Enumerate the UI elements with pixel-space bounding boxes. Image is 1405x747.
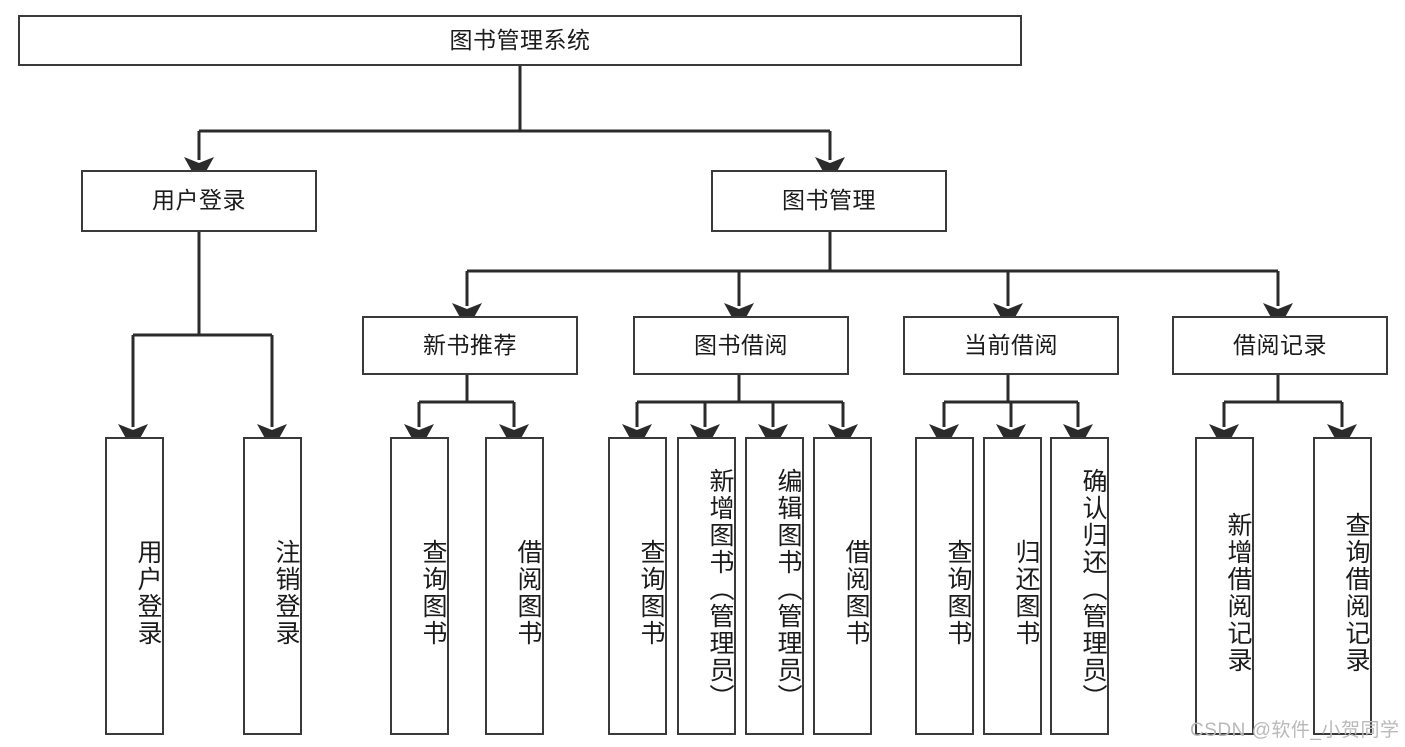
leaf-borrow-edit-book-admin[interactable]: 编辑图书（管理员） [745, 437, 804, 735]
node-label: 图书管理 [782, 187, 876, 214]
node-label: 当前借阅 [964, 331, 1058, 358]
node-label: 用户登录 [134, 539, 162, 647]
node-label: 图书借阅 [694, 331, 788, 358]
node-label: 借阅图书 [514, 539, 542, 647]
leaf-borrow-add-book-admin[interactable]: 新增图书（管理员） [677, 437, 736, 735]
node-label: 查询借阅记录 [1342, 512, 1370, 674]
node-label: 确认归还（管理员） [1079, 467, 1107, 711]
leaf-user-login-login[interactable]: 用户登录 [105, 437, 164, 735]
leaf-recommend-borrow-book[interactable]: 借阅图书 [485, 437, 544, 735]
node-label: 查询图书 [637, 539, 665, 647]
node-current-borrow[interactable]: 当前借阅 [903, 316, 1119, 375]
leaf-current-return-book[interactable]: 归还图书 [983, 437, 1042, 735]
leaf-current-confirm-return-admin[interactable]: 确认归还（管理员） [1050, 437, 1109, 735]
node-book-management[interactable]: 图书管理 [711, 170, 947, 232]
node-root-system[interactable]: 图书管理系统 [18, 15, 1022, 66]
leaf-record-add-record[interactable]: 新增借阅记录 [1195, 437, 1254, 735]
node-label: 用户登录 [152, 187, 246, 214]
leaf-current-query-book[interactable]: 查询图书 [915, 437, 974, 735]
leaf-user-login-logout[interactable]: 注销登录 [243, 437, 302, 735]
node-label: 图书管理系统 [449, 26, 591, 53]
node-label: 编辑图书（管理员） [774, 467, 802, 711]
leaf-borrow-query-book[interactable]: 查询图书 [608, 437, 667, 735]
node-new-book-recommend[interactable]: 新书推荐 [362, 316, 578, 375]
node-book-borrow[interactable]: 图书借阅 [633, 316, 849, 375]
node-user-login[interactable]: 用户登录 [81, 170, 317, 232]
leaf-borrow-borrow-book[interactable]: 借阅图书 [813, 437, 872, 735]
leaf-recommend-query-book[interactable]: 查询图书 [390, 437, 449, 735]
node-label: 新增借阅记录 [1224, 512, 1252, 674]
node-label: 新书推荐 [423, 331, 517, 358]
node-label: 注销登录 [272, 539, 300, 647]
node-label: 借阅图书 [842, 539, 870, 647]
csdn-watermark: CSDN @软件_小贺同学 [1190, 720, 1400, 741]
node-borrow-record[interactable]: 借阅记录 [1172, 316, 1388, 375]
node-label: 归还图书 [1012, 539, 1040, 647]
leaf-record-query-record[interactable]: 查询借阅记录 [1313, 437, 1372, 735]
node-label: 新增图书（管理员） [706, 467, 734, 711]
node-label: 查询图书 [944, 539, 972, 647]
node-label: 借阅记录 [1233, 331, 1327, 358]
node-label: 查询图书 [419, 539, 447, 647]
